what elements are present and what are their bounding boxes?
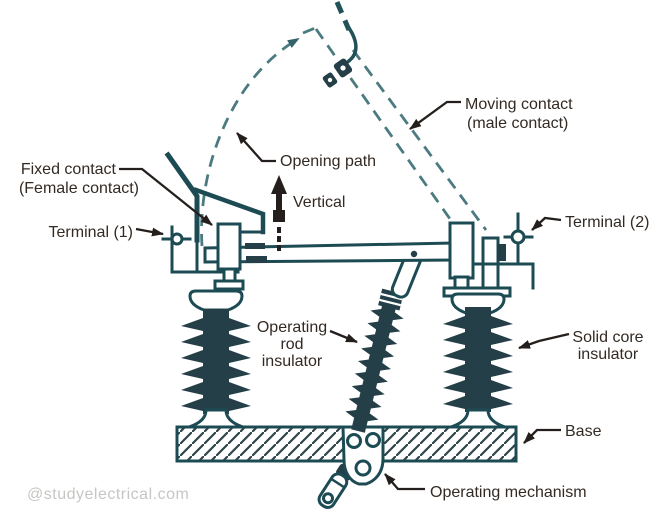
terminal1-conductor [170,249,240,274]
label-fixed-contact-line1: Fixed contact [21,161,117,178]
label-solid-core-line2: insulator [578,346,639,363]
plate-hole-3 [354,459,372,477]
leader-opening-path [236,132,276,163]
label-operating-rod-line3: insulator [262,353,323,370]
terminal2-knob [510,229,526,245]
open-blade-tip-hardware [322,1,358,88]
label-operating-mechanism: Operating mechanism [430,484,587,501]
leader-lines [119,100,570,491]
vertical-arrow [271,175,287,251]
label-moving-contact-line1: Moving contact [465,96,573,113]
blade-tab-1 [245,243,265,249]
operating-rod-insulator [345,288,404,433]
hinge-post [448,221,475,280]
plate-hole-1 [346,433,362,449]
contact-jaw-arm-1 [164,151,200,243]
label-operating-rod-line1: Operating [257,319,327,336]
leader-terminal-2 [531,216,562,231]
plate-hole-2 [365,432,381,448]
leader-operating-rod [329,329,358,344]
label-base: Base [565,423,602,440]
left-insulator [181,289,251,429]
leader-solid-core [518,332,570,350]
blade-tab-2 [246,256,267,263]
terminal1-knob [170,232,184,246]
label-terminal-2: Terminal (2) [565,214,649,231]
leader-fixed-contact [119,167,213,226]
leader-terminal-1 [135,227,164,237]
hinge-tab [497,244,506,261]
operating-mechanism [341,425,385,486]
watermark: @studyelectrical.com [27,486,189,503]
blade-clamp-1 [333,58,353,78]
open-blade-edge-right [351,49,488,231]
label-moving-contact-line2: (male contact) [467,115,568,132]
left-post [216,222,242,271]
open-blade-tip-dash [302,24,321,35]
switch-blade [203,241,455,264]
fixed-contact-assembly [161,151,266,291]
label-vertical: Vertical [293,194,345,211]
label-terminal-1: Terminal (1) [49,224,133,241]
label-fixed-contact-line2: (Female contact) [19,180,139,197]
label-operating-rod-line2: rod [280,336,303,353]
blade-clamp-2 [322,72,338,88]
label-solid-core-line1: Solid core [572,329,643,346]
right-insulator [443,292,513,429]
diagram-labels: Fixed contact (Female contact) Terminal … [19,96,650,501]
arcing-hook [336,27,358,67]
label-opening-path: Opening path [280,153,376,170]
hinge-assembly [442,212,535,298]
link-pivot [410,250,418,258]
contact-jaw-arm-2 [193,187,266,235]
terminal2-conductor [471,262,535,290]
leader-operating-mechanism [384,473,425,491]
leader-moving-contact [409,100,461,130]
leader-base [523,428,561,444]
